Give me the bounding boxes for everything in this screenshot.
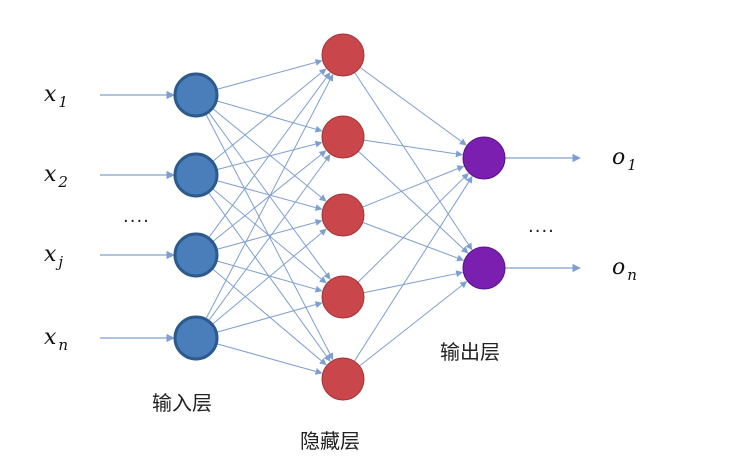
hidden-output-edge	[354, 72, 473, 251]
hidden-output-edge	[359, 66, 467, 146]
input-hidden-edge	[211, 68, 327, 163]
hidden-output-edge	[359, 281, 468, 367]
hidden-node	[321, 33, 365, 77]
hidden-output-edge	[358, 150, 469, 254]
hidden-node	[321, 193, 365, 237]
input-node	[173, 232, 219, 278]
hidden-output-edge	[363, 270, 464, 294]
network-nodes	[173, 33, 506, 401]
input-hidden-edge	[216, 219, 323, 250]
input-hidden-edge	[208, 72, 331, 239]
hidden-node	[321, 275, 365, 319]
input-node	[173, 152, 219, 198]
hidden-layer-label: 隐藏层	[300, 429, 360, 453]
input-hidden-edge	[216, 59, 323, 90]
connection-edges	[100, 59, 581, 375]
input-node	[173, 315, 219, 361]
hidden-output-edge	[362, 221, 465, 262]
input-hidden-edge	[205, 113, 334, 361]
hidden-output-edge	[357, 172, 469, 283]
hidden-node	[321, 115, 365, 159]
input-hidden-edge	[216, 343, 323, 375]
input-layer-label: 输入层	[152, 391, 212, 415]
input-hidden-edge	[216, 301, 323, 333]
input-hidden-edge	[211, 228, 327, 325]
hidden-output-edge	[353, 175, 473, 362]
input-hidden-edge	[216, 180, 323, 211]
input-hidden-edge	[211, 188, 327, 284]
output-node	[462, 136, 506, 180]
input-hidden-edge	[216, 260, 323, 293]
input-hidden-edge	[211, 268, 327, 366]
output-ellipsis: ....	[528, 216, 555, 237]
hidden-output-edge	[362, 165, 465, 208]
output-node	[462, 246, 506, 290]
input-ellipsis: ....	[123, 206, 150, 227]
input-hidden-edge	[205, 73, 334, 320]
input-hidden-edge	[207, 154, 331, 322]
hidden-node	[321, 357, 365, 401]
output-layer-label: 输出层	[440, 340, 500, 364]
input-node	[173, 72, 219, 118]
hidden-output-edge	[363, 139, 463, 158]
